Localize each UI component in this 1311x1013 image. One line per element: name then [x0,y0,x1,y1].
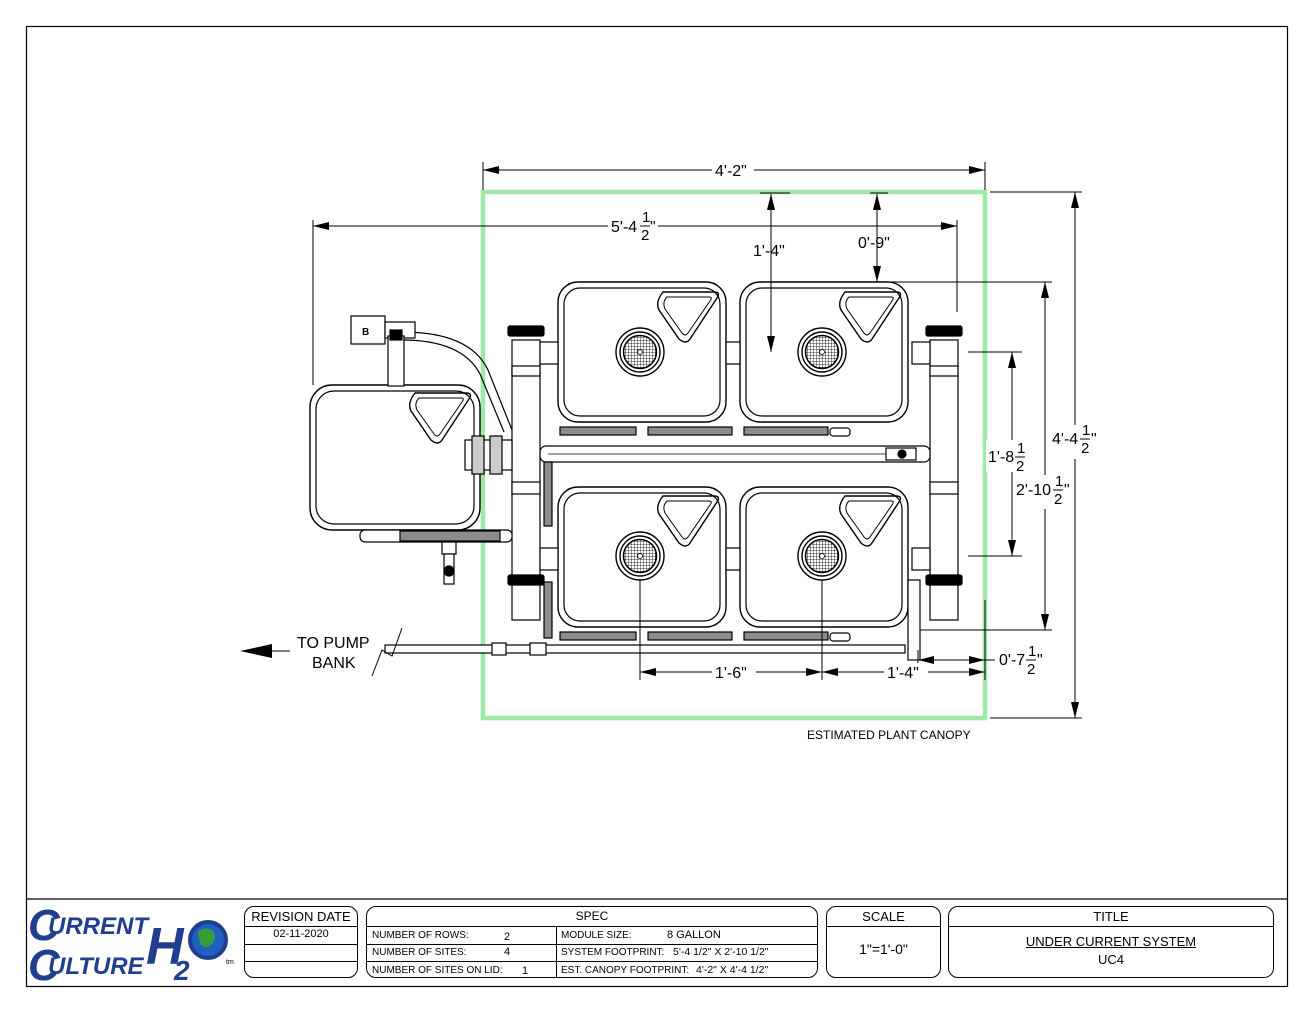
dim-system-depth-quote: " [1064,482,1070,499]
pump-label-line1: TO PUMP [297,635,370,652]
lid-hatch [656,495,720,547]
spec-footprint-value: 5'-4 1/2" X 2'-10 1/2" [673,946,769,958]
sheet-border [25,25,1289,988]
net-pot [797,531,847,581]
logo-cap-c1: C [28,901,61,950]
lid-hatch [656,291,720,343]
spec-canopy-label: EST. CANOPY FOOTPRINT: [561,965,690,976]
net-pot [797,327,847,377]
lid-hatch [408,392,472,444]
net-pot [615,327,665,377]
dim-bottom-offset: 0'-7 [999,652,1025,669]
title-header: TITLE [1093,909,1129,924]
spec-lid-label: NUMBER OF SITES ON LID: [372,965,503,976]
dim-top-offset: 1'-4" [753,243,785,260]
scale-value: 1"=1'-0" [859,941,908,957]
dim-row-spacing-den: 2 [1016,458,1024,475]
dim-overall-width-den: 2 [641,227,649,244]
title-code: UC4 [1097,952,1124,967]
spec-module-label: MODULE SIZE: [561,930,632,941]
dim-system-depth: 2'-10 [1016,482,1051,499]
spec-box: SPEC NUMBER OF ROWS: 2 NUMBER OF SITES: … [366,906,818,978]
spec-sites-label: NUMBER OF SITES: [372,947,467,958]
logo-cap-c2: C [28,941,61,986]
dim-overall-width-num: 1 [642,209,650,226]
spec-sites-value: 4 [504,946,511,958]
title-name: UNDER CURRENT SYSTEM [1025,934,1197,949]
logo-two: 2 [173,955,190,986]
plumbing [350,315,963,661]
canopy-label: ESTIMATED PLANT CANOPY [807,728,971,742]
dim-bottom-offset-den: 2 [1027,661,1035,678]
dim-system-depth-den: 2 [1054,491,1062,508]
spec-rows-label: NUMBER OF ROWS: [372,930,469,941]
logo-line2: ULTURE [48,953,145,980]
scale-header: SCALE [862,909,905,924]
dim-row-spacing: 1'-8 [988,449,1014,466]
dim-bottom-offset-num: 1 [1028,643,1036,660]
lid-hatch [838,291,902,343]
valve-tag: B [362,327,369,338]
revision-date: 02-11-2020 [273,928,329,940]
company-logo: C URRENT C ULTURE H 2 O tm [28,900,242,990]
dim-canopy-height-quote: " [1091,431,1097,448]
spec-canopy-value: 4'-2" X 4'-4 1/2" [696,964,769,976]
title-box: TITLE UNDER CURRENT SYSTEM UC4 [948,906,1274,978]
dim-bottom-offset-quote: " [1037,652,1043,669]
control-bucket [309,384,481,531]
revision-box: REVISION DATE 02-11-2020 [244,906,358,978]
logo-graphic: C URRENT C ULTURE H 2 O tm [28,901,234,990]
pump-label-line2: BANK [312,655,356,672]
dim-canopy-height-num: 1 [1082,422,1090,439]
dim-canopy-height: 4'-4 [1052,431,1078,448]
dim-edge-spacing: 1'-4" [887,665,919,682]
spec-rows-value: 2 [504,931,511,943]
dim-overall-width-quote: " [650,219,656,236]
net-pot [615,531,665,581]
dim-row-spacing-num: 1 [1017,440,1025,457]
dim-site-spacing: 1'-6" [715,665,747,682]
logo-tm: tm [226,959,234,966]
dimension-arrows [240,166,1079,718]
dim-overall-width: 5'-4 [611,219,637,236]
dim-canopy-height-den: 2 [1081,440,1089,457]
spec-module-value: 8 GALLON [667,929,721,941]
dim-canopy-width: 4'-2" [715,163,747,180]
dim-tube-offset: 0'-9" [858,235,890,252]
dim-system-depth-num: 1 [1055,473,1063,490]
logo-line1: URRENT [48,913,150,940]
scale-box: SCALE 1"=1'-0" [826,906,941,978]
logo-h: H [146,918,185,976]
lid-hatch [838,495,902,547]
spec-header: SPEC [575,909,609,923]
revision-header: REVISION DATE [251,909,351,924]
spec-lid-value: 1 [522,965,529,977]
spec-footprint-label: SYSTEM FOOTPRINT: [561,947,665,958]
